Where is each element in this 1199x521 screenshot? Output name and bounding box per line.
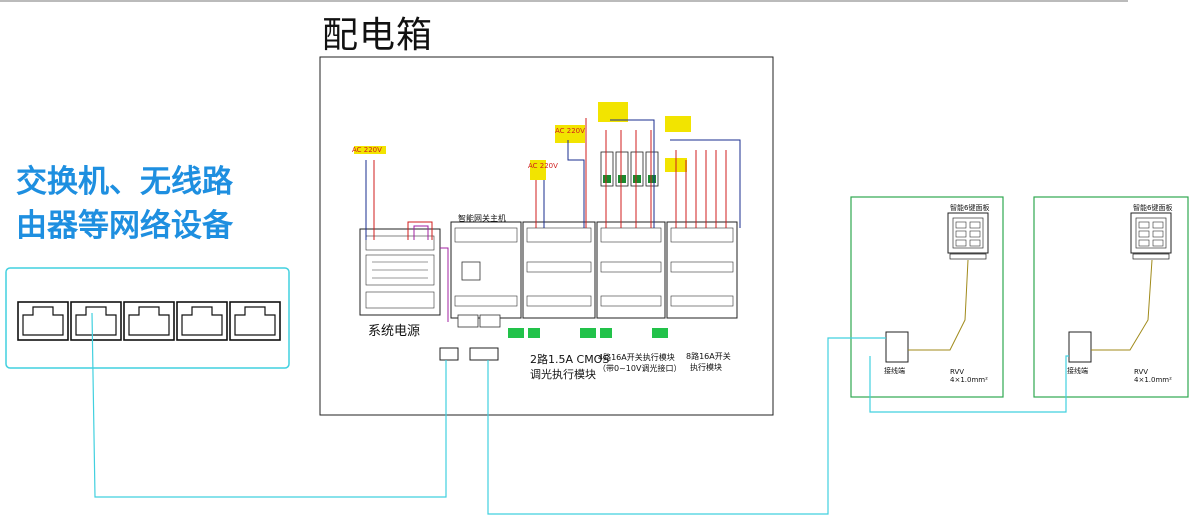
switch-ports — [17, 301, 281, 341]
panel-1-terminal: 接线端 — [884, 367, 905, 375]
eight-way-module-label-2: 执行模块 — [690, 363, 722, 372]
panel-2-title: 智能6键面板 — [1133, 204, 1173, 212]
eight-way-module-label: 8路16A开关 — [686, 352, 731, 361]
power-supply-label: 系统电源 — [368, 324, 421, 339]
panel-1-cable: RVV — [950, 368, 965, 376]
bus-adapter-right — [469, 347, 499, 361]
four-way-module-label: 4路16A开关执行模块 — [598, 353, 675, 362]
dimmer-module-label: 2路1.5A CMOS — [530, 353, 610, 366]
system-power-module — [359, 228, 441, 316]
panel-2-cable: RVV — [1134, 368, 1149, 376]
bus-adapter-left — [439, 347, 459, 361]
four-way-module — [596, 221, 666, 319]
rj45-port — [176, 301, 228, 341]
rj45-port — [17, 301, 69, 341]
rj45-port — [123, 301, 175, 341]
panel-2-cable-spec: 4×1.0mm² — [1134, 376, 1172, 384]
eight-way-module — [666, 221, 738, 319]
switch-label-line2: 由器等网络设备 — [16, 208, 233, 244]
circuit-breakers — [600, 151, 659, 187]
rj45-port — [229, 301, 281, 341]
rj45-port-socket — [181, 306, 223, 336]
panel-box-1 — [850, 196, 1004, 398]
switch-label-line1: 交换机、无线路 — [16, 164, 233, 200]
rj45-port-socket — [75, 306, 117, 336]
four-way-module-label-2: （带0~10V调光接口） — [598, 364, 682, 373]
network-cables — [91, 312, 1069, 515]
rj45-port-socket — [22, 306, 64, 336]
panel-box-2 — [1033, 196, 1189, 398]
gateway-label: 智能网关主机 — [458, 214, 506, 223]
cabinet-wiring — [365, 118, 741, 322]
voltage-label-right: AC 220V — [555, 127, 585, 135]
dimmer-module — [522, 221, 596, 319]
rj45-port — [70, 301, 122, 341]
cabinet-title: 配电箱 — [322, 15, 434, 56]
voltage-label-mid: AC 220V — [528, 162, 558, 170]
panel-1-cable-spec: 4×1.0mm² — [950, 376, 988, 384]
panel-2-terminal: 接线端 — [1067, 367, 1088, 375]
rj45-port-socket — [234, 306, 276, 336]
dimmer-module-label-2: 调光执行模块 — [530, 368, 596, 381]
gateway-module — [450, 221, 522, 328]
rj45-port-socket — [128, 306, 170, 336]
panel-1-title: 智能6键面板 — [950, 204, 990, 212]
yellow-label-blocks — [354, 102, 691, 180]
voltage-label-left: AC 220V — [352, 146, 382, 154]
green-terminals — [508, 328, 668, 338]
